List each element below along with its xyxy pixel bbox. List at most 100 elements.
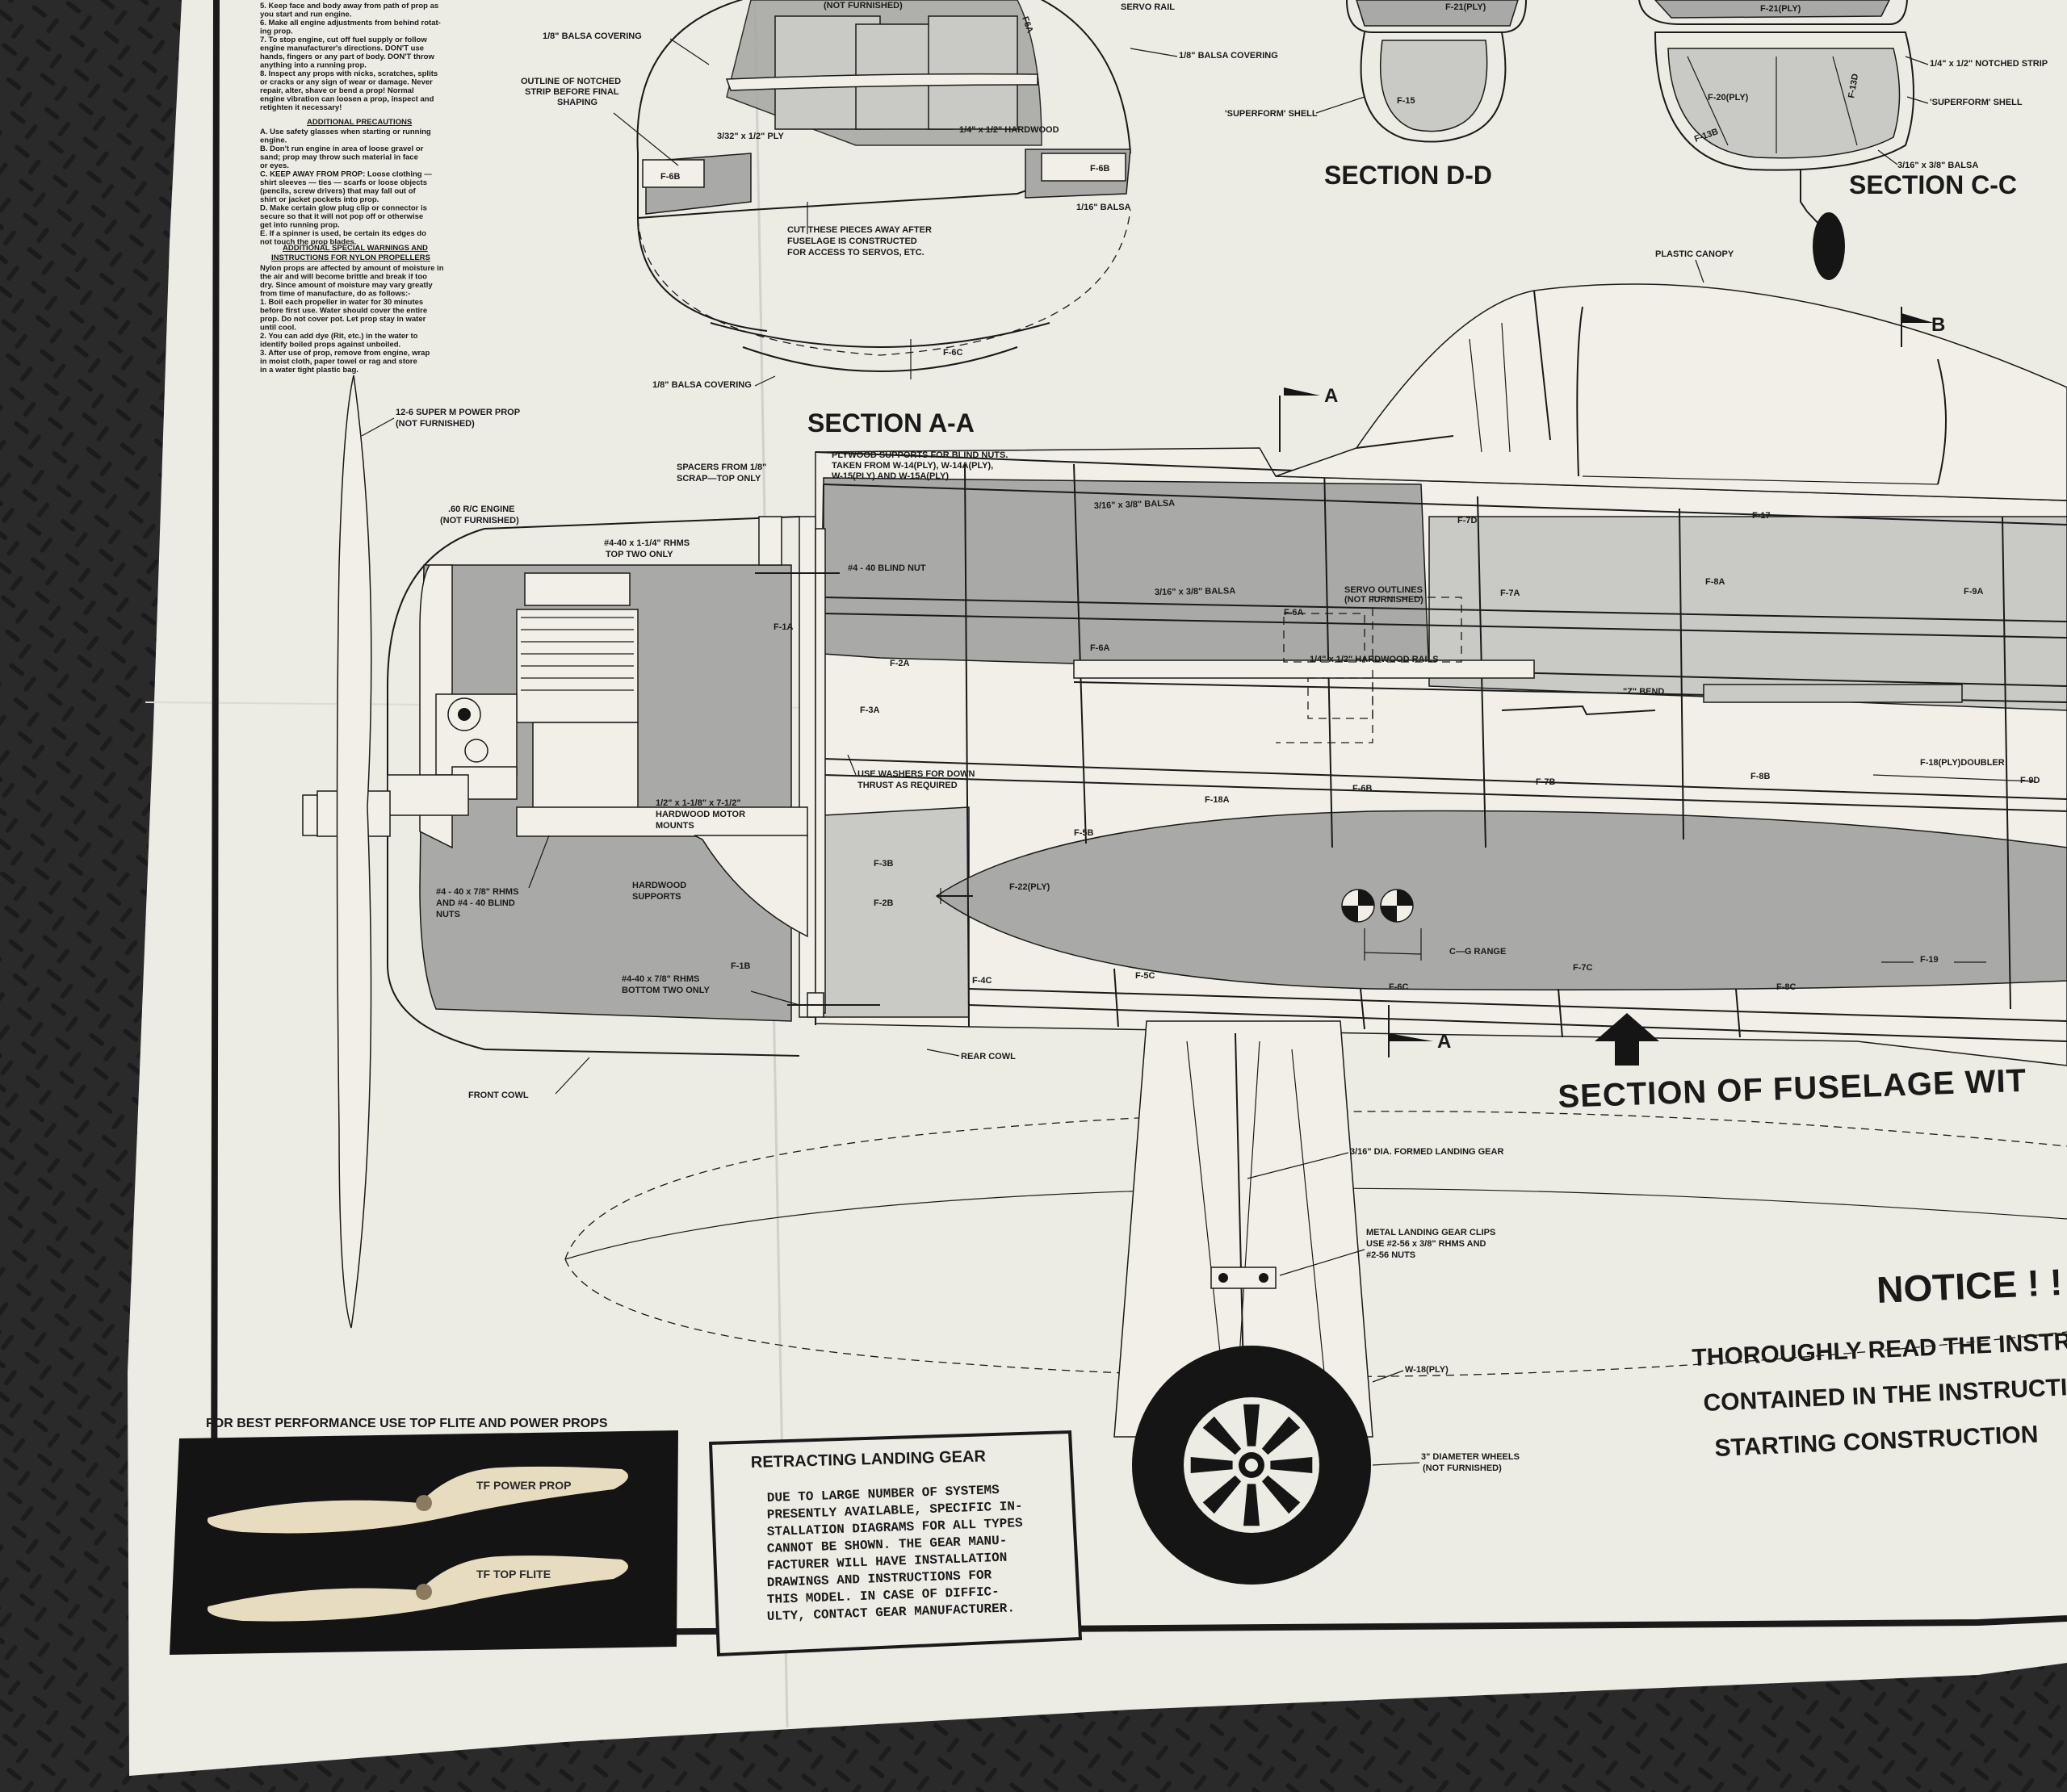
- former-f7c: F-7C: [1573, 963, 1593, 973]
- inst-prec-line: C. KEEP AWAY FROM PROP: Loose clothing —: [260, 170, 432, 179]
- motor-mounts-1: 1/2" x 1-1/8" x 7-1/2": [656, 798, 741, 808]
- aa-f6c: F-6C: [943, 348, 963, 358]
- former-f9d: F-9D: [2020, 776, 2040, 785]
- aa-cut-note-3: FOR ACCESS TO SERVOS, ETC.: [787, 248, 924, 257]
- blind-nuts-1: #4 - 40 x 7/8" RHMS: [436, 887, 518, 897]
- inst-top-line: 8. Inspect any props with nicks, scratch…: [260, 69, 438, 78]
- inst-top-line: you start and run engine.: [260, 10, 352, 19]
- hardwood-supports-1: HARDWOOD: [632, 881, 686, 890]
- inst-nylon-line: from time of manufacture, do as follows:…: [260, 290, 410, 299]
- bottom-two-1: #4-40 x 7/8" RHMS: [622, 974, 699, 984]
- inst-top-line: 6. Make all engine adjustments from behi…: [260, 19, 441, 27]
- former-f6c: F-6C: [1389, 982, 1409, 992]
- inst-prec-line: get into running prop.: [260, 221, 340, 230]
- dd-f15: F-15: [1397, 96, 1415, 106]
- inst-nylon-line: the air and will become brittle and brea…: [260, 273, 427, 282]
- former-f3b: F-3B: [874, 859, 894, 869]
- balsa-covering-right: 1/8" BALSA COVERING: [1179, 51, 1278, 61]
- inst-top-line: 7. To stop engine, cut off fuel supply o…: [260, 36, 427, 44]
- inst-top-line: or cracks or any sign of wear or damage.…: [260, 78, 433, 87]
- inst-top-line: retighten it necessary!: [260, 103, 342, 112]
- wheel-spoke: [1243, 1404, 1260, 1447]
- inst-nylon-line: dry. Since amount of moisture may vary g…: [260, 281, 433, 290]
- aa-balsa-covering-bottom: 1/8" BALSA COVERING: [652, 380, 752, 390]
- prop-label-2: (NOT FURNISHED): [396, 419, 475, 429]
- cg-markers: [1341, 889, 1422, 961]
- washers-1: USE WASHERS FOR DOWN: [857, 769, 975, 779]
- z-bend-label: "Z" BEND: [1623, 687, 1664, 697]
- props-caption: FOR BEST PERFORMANCE USE TOP FLITE AND P…: [206, 1417, 608, 1430]
- former-f17: F-17: [1752, 511, 1771, 521]
- marker-a-bottom: A: [1437, 1031, 1451, 1053]
- wheel-spoke: [1243, 1484, 1260, 1526]
- section-aa-title: SECTION A-A: [807, 408, 975, 438]
- marker-b: B: [1931, 314, 1945, 336]
- inst-top-line: engine vibration can loosen a prop, insp…: [260, 95, 434, 104]
- nylon-heading-2: INSTRUCTIONS FOR NYLON PROPELLERS: [271, 253, 430, 262]
- balsa-top-label: 3/16" x 3/8" BALSA: [1094, 499, 1176, 511]
- motor-mounts-3: MOUNTS: [656, 821, 694, 831]
- inst-prec-line: B. Don't run engine in area of loose gra…: [260, 144, 424, 153]
- section-cc-title: SECTION C-C: [1849, 170, 2017, 199]
- aa-balsa-covering-left: 1/8" BALSA COVERING: [543, 31, 642, 41]
- former-f9a: F-9A: [1964, 587, 1984, 597]
- inst-top-line: repair, alter, shave or bend a prop! Nor…: [260, 86, 414, 95]
- section-cc-diagram: [1638, 0, 1914, 280]
- landing-gear-diagram: [564, 1020, 2067, 1585]
- former-f6a2: F-6A: [1284, 608, 1304, 618]
- inst-top-line: hands, fingers or any part of body. DON'…: [260, 52, 434, 61]
- inst-prec-line: shirt or jacket pockets into prop.: [260, 195, 379, 204]
- former-f5b: F-5B: [1074, 828, 1094, 838]
- section-dd-title: SECTION D-D: [1324, 161, 1492, 190]
- cc-notched: 1/4" x 1/2" NOTCHED STRIP: [1930, 59, 2048, 69]
- wheel-spoke: [1202, 1416, 1242, 1455]
- section-aa-diagram: [636, 0, 1131, 379]
- inst-prec-line: sand; prop may throw such material in fa…: [260, 153, 418, 162]
- wheels-label-2: (NOT FURNISHED): [1423, 1463, 1502, 1473]
- inst-nylon-line: 1. Boil each propeller in water for 30 m…: [260, 298, 423, 307]
- former-f19: F-19: [1920, 955, 1939, 965]
- inst-top-line: anything into a running prop.: [260, 61, 367, 70]
- former-f4c: F-4C: [972, 976, 992, 986]
- former-f7a: F-7A: [1500, 588, 1520, 598]
- inst-top-line: 5. Keep face and body away from path of …: [260, 2, 438, 10]
- inst-nylon-line: in a water tight plastic bag.: [260, 366, 358, 375]
- wheels-label-1: 3" DIAMETER WHEELS: [1421, 1452, 1520, 1462]
- blind-nuts-2: AND #4 - 40 BLIND: [436, 898, 515, 908]
- plywood-2: TAKEN FROM W-14(PLY), W-14A(PLY),: [832, 461, 993, 471]
- rhms-top-2: TOP TWO ONLY: [606, 550, 673, 559]
- spacers-2: SCRAP—TOP ONLY: [677, 474, 761, 484]
- f22-label: F-22(PLY): [1009, 882, 1050, 892]
- former-f5c: F-5C: [1135, 971, 1155, 981]
- hardwood-supports-2: SUPPORTS: [632, 892, 681, 902]
- former-f2b: F-2B: [874, 898, 894, 908]
- inst-prec-line: A. Use safety glasses when starting or r…: [260, 128, 431, 136]
- spacers-1: SPACERS FROM 1/8": [677, 463, 766, 472]
- cc-f20: F-20(PLY): [1708, 93, 1749, 103]
- engine-block: [435, 572, 639, 828]
- former-f18a: F-18A: [1205, 795, 1230, 805]
- dd-f21: F-21(PLY): [1445, 2, 1486, 12]
- cc-f21: F-21(PLY): [1760, 4, 1801, 14]
- clips-label-3: #2-56 NUTS: [1366, 1250, 1415, 1260]
- aa-ply: 3/32" x 1/2" PLY: [717, 132, 784, 141]
- servo-rail-label: SERVO RAIL: [1121, 2, 1175, 12]
- former-f8a: F-8A: [1705, 577, 1725, 587]
- aa-hardwood: 1/4" x 1/2" HARDWOOD: [959, 125, 1059, 135]
- inst-nylon-line: prop. Do not cover pot. Let prop stay in…: [260, 315, 426, 324]
- inst-top-line: engine manufacturer's directions. DON'T …: [260, 44, 424, 53]
- clips-label-2: USE #2-56 x 3/8" RHMS AND: [1366, 1239, 1486, 1249]
- props-photo: TF POWER PROP TF TOP FLITE: [170, 1430, 678, 1655]
- formed-gear-label: 3/16" DIA. FORMED LANDING GEAR: [1350, 1147, 1503, 1157]
- inst-prec-line: E. If a spinner is used, be certain its …: [260, 229, 426, 238]
- inst-nylon-line: until cool.: [260, 324, 296, 333]
- inst-prec-line: (pencils, screw drivers) that may fall o…: [260, 187, 417, 196]
- washers-2: THRUST AS REQUIRED: [857, 781, 958, 790]
- clips-label-1: METAL LANDING GEAR CLIPS: [1366, 1228, 1495, 1237]
- aa-outline-note-1: OUTLINE OF NOTCHED: [521, 77, 621, 86]
- former-f8c: F-8C: [1776, 982, 1797, 992]
- former-f8b: F-8B: [1750, 772, 1771, 781]
- aa-not-furnished: (NOT FURNISHED): [824, 1, 903, 10]
- fuselage-diagram: [302, 283, 2067, 1329]
